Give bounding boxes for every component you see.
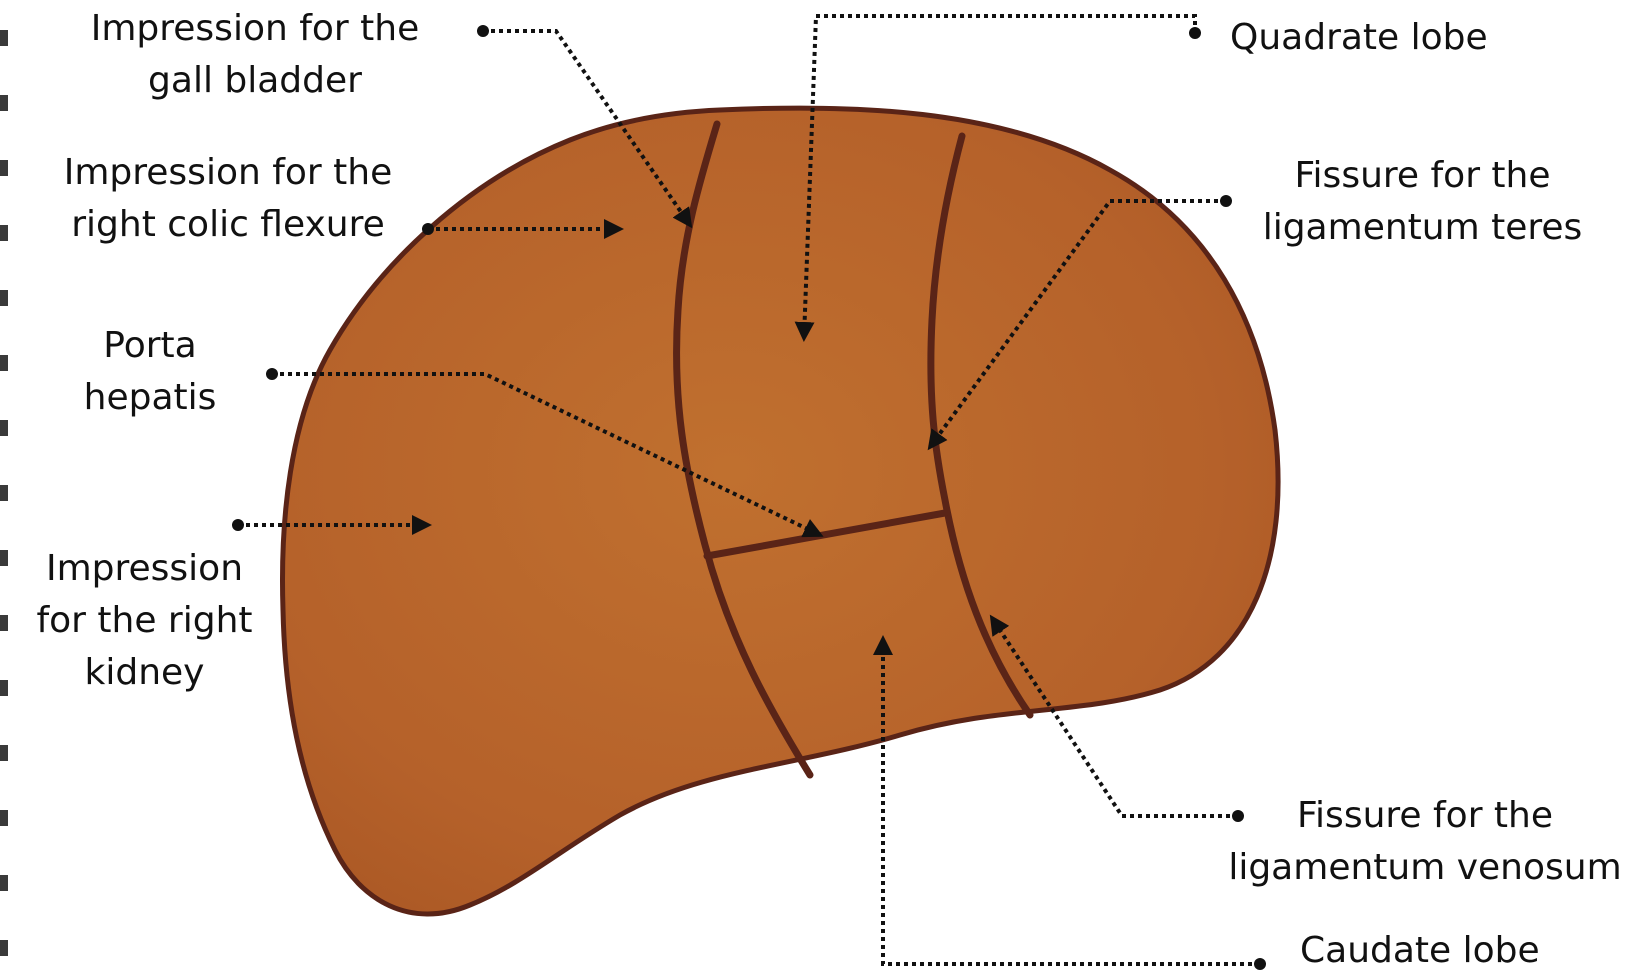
label-quadrate-lobe: Quadrate lobe	[1230, 12, 1488, 64]
page-edge-marks	[0, 30, 8, 956]
label-ligamentum-venosum: Fissure for the ligamentum venosum	[1225, 790, 1625, 894]
label-ligamentum-teres: Fissure for the ligamentum teres	[1250, 150, 1595, 254]
label-colic-flexure: Impression for the right colic flexure	[28, 147, 428, 251]
label-caudate-lobe: Caudate lobe	[1300, 925, 1540, 975]
label-gall-bladder: Impression for the gall bladder	[50, 3, 460, 107]
label-right-kidney: Impression for the right kidney	[12, 543, 277, 699]
label-porta-hepatis: Porta hepatis	[60, 320, 240, 424]
